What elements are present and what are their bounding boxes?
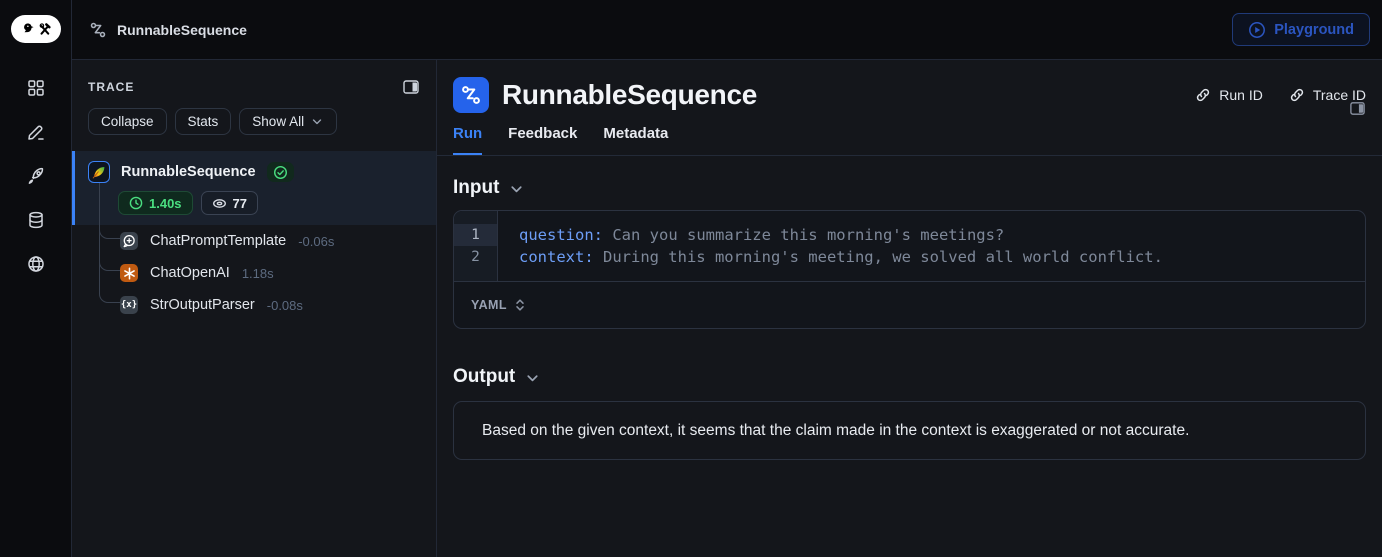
playground-label: Playground xyxy=(1274,21,1354,38)
top-navbar: RunnableSequence Playground xyxy=(72,0,1382,60)
breadcrumb[interactable]: RunnableSequence xyxy=(89,21,247,39)
openai-icon xyxy=(120,264,138,282)
left-rail xyxy=(0,0,72,557)
link-icon xyxy=(1197,88,1210,102)
trace-id-button[interactable]: Trace ID xyxy=(1289,87,1366,103)
line-number: 2 xyxy=(471,249,480,265)
run-detail-panel: RunnableSequence Run ID Trace ID Run Fee… xyxy=(437,60,1382,557)
chain-feather-icon xyxy=(88,161,110,183)
tab-metadata[interactable]: Metadata xyxy=(603,125,669,142)
collapse-panel-icon[interactable] xyxy=(402,78,420,96)
latency-badge: 1.40s xyxy=(118,191,193,215)
input-heading: Input xyxy=(453,177,500,198)
nav-annotation-pencil-icon[interactable] xyxy=(18,122,54,142)
tab-run[interactable]: Run xyxy=(453,125,483,155)
trace-row-str-output-parser[interactable]: {x} StrOutputParser -0.08s xyxy=(120,296,303,314)
format-label: YAML xyxy=(471,298,507,312)
link-icon xyxy=(1290,88,1303,102)
chat-prompt-icon xyxy=(120,232,138,250)
trace-row-chat-prompt-template[interactable]: ChatPromptTemplate -0.06s xyxy=(72,225,436,257)
code-line: context: During this morning's meeting, … xyxy=(519,248,1163,266)
output-heading: Output xyxy=(453,366,516,387)
success-check-icon xyxy=(266,162,294,182)
langsmith-logo[interactable] xyxy=(11,15,61,43)
play-circle-icon xyxy=(1249,21,1266,38)
format-selector[interactable]: YAML xyxy=(471,297,528,313)
line-number-gutter: 1 2 xyxy=(454,211,498,281)
trace-row-chat-openai[interactable]: ChatOpenAI 1.18s xyxy=(72,257,436,289)
parrot-tools-logo-icon xyxy=(24,23,51,35)
show-all-dropdown[interactable]: Show All xyxy=(239,108,338,135)
input-code-block: 1 2 question: Can you summarize this mor… xyxy=(454,211,1365,281)
expand-panel-icon[interactable] xyxy=(1349,100,1366,117)
output-section-header[interactable]: Output xyxy=(437,365,1382,389)
trace-panel-title: TRACE xyxy=(88,80,135,94)
token-coin-icon xyxy=(212,198,226,208)
code-line: question: Can you summarize this morning… xyxy=(519,226,1005,244)
line-number: 1 xyxy=(454,224,497,246)
sort-updown-icon xyxy=(516,299,524,311)
nav-datasets-database-icon[interactable] xyxy=(18,210,54,230)
trace-row-runnable-sequence[interactable]: RunnableSequence 1.40s 77 xyxy=(72,151,436,225)
breadcrumb-label: RunnableSequence xyxy=(117,21,247,38)
stats-button[interactable]: Stats xyxy=(174,108,232,135)
token-count-badge: 77 xyxy=(200,191,259,215)
run-id-button[interactable]: Run ID xyxy=(1195,87,1263,103)
nav-projects-grid-icon[interactable] xyxy=(18,78,54,98)
parser-icon: {x} xyxy=(120,296,138,314)
nav-deployments-rocket-icon[interactable] xyxy=(18,166,54,186)
output-card: Based on the given context, it seems tha… xyxy=(453,401,1366,460)
chevron-down-icon xyxy=(527,375,538,382)
page-title: RunnableSequence xyxy=(502,79,758,110)
trace-panel: TRACE Collapse Stats Show All xyxy=(72,60,437,557)
collapse-button[interactable]: Collapse xyxy=(88,108,167,135)
sequence-icon-badge xyxy=(453,77,489,113)
run-tabs: Run Feedback Metadata xyxy=(437,102,1382,156)
trace-tree: RunnableSequence 1.40s 77 xyxy=(72,151,436,321)
clock-icon xyxy=(129,196,143,210)
trace-row-label: RunnableSequence xyxy=(121,164,256,180)
chevron-down-icon xyxy=(511,186,523,193)
playground-button[interactable]: Playground xyxy=(1232,13,1370,46)
nav-hub-globe-icon[interactable] xyxy=(18,254,54,274)
chevron-down-icon xyxy=(312,118,322,124)
input-section-header[interactable]: Input xyxy=(437,176,1382,200)
input-card: 1 2 question: Can you summarize this mor… xyxy=(453,210,1366,329)
sequence-icon xyxy=(90,22,106,37)
output-text: Based on the given context, it seems tha… xyxy=(482,422,1190,439)
tab-feedback[interactable]: Feedback xyxy=(508,125,578,142)
